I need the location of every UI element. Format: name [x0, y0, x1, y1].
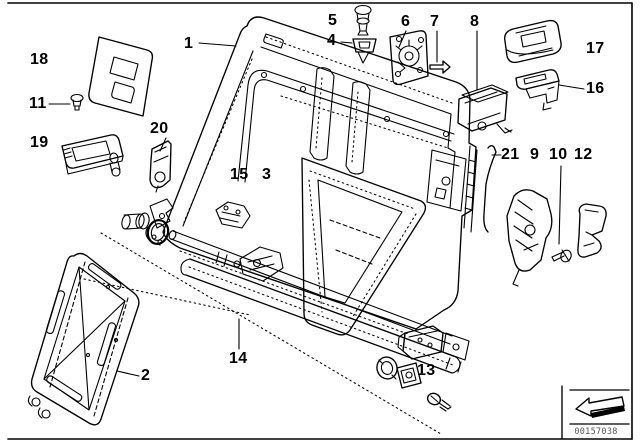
callout-2[interactable]: 2 [141, 367, 151, 384]
callout-15[interactable]: 15 [230, 166, 249, 183]
snap-clip-drawing [352, 38, 377, 64]
small-bracket-drawing [149, 140, 172, 193]
hinge-plate-drawing [389, 30, 429, 86]
callout-5[interactable]: 5 [328, 12, 338, 29]
callout-6[interactable]: 6 [401, 13, 411, 30]
release-rod-drawing [483, 145, 497, 233]
callout-18[interactable]: 18 [30, 51, 49, 68]
callout-10[interactable]: 10 [549, 146, 568, 163]
callout-19[interactable]: 19 [30, 134, 49, 151]
seat-frame-drawing [145, 16, 478, 336]
bracket-assembly-drawing [61, 134, 124, 177]
callout-16[interactable]: 16 [586, 80, 605, 97]
diagram-code: 00157038 [574, 427, 618, 437]
bolt-drawing [551, 249, 572, 263]
callout-4[interactable]: 4 [327, 32, 337, 49]
latch-trim-drawing [515, 69, 560, 111]
callout-3[interactable]: 3 [262, 166, 272, 183]
back-arrow-icon [575, 396, 625, 418]
leader-lines [48, 30, 585, 377]
callout-17[interactable]: 17 [586, 40, 605, 57]
latch-drawing [506, 189, 553, 287]
callout-12[interactable]: 12 [574, 146, 593, 163]
callout-11[interactable]: 11 [29, 95, 47, 112]
grommet-set-drawing [376, 325, 452, 412]
bushing-and-ring-drawing [121, 212, 170, 245]
cover-panel-drawing [88, 36, 154, 117]
callout-14[interactable]: 14 [229, 350, 248, 367]
callout-20[interactable]: 20 [150, 120, 169, 137]
lock-mechanism-drawing [457, 84, 513, 134]
callout-21[interactable]: 21 [501, 146, 520, 163]
footer-stamp [561, 385, 630, 440]
cross-rail-drawing [168, 230, 470, 374]
callout-9[interactable]: 9 [530, 146, 540, 163]
callout-1[interactable]: 1 [184, 35, 194, 52]
push-pin-drawing [354, 4, 372, 36]
construction-lines [83, 232, 442, 435]
latch-cover-drawing [577, 203, 607, 258]
callout-8[interactable]: 8 [470, 13, 480, 30]
page-border [7, 2, 633, 440]
cover-cap-drawing [504, 19, 562, 64]
back-panel-drawing [27, 252, 140, 426]
callout-13[interactable]: 13 [417, 362, 436, 379]
callout-7[interactable]: 7 [430, 13, 440, 30]
clip-fastener-drawing [70, 93, 84, 111]
pin-bolt-drawing [429, 60, 451, 74]
